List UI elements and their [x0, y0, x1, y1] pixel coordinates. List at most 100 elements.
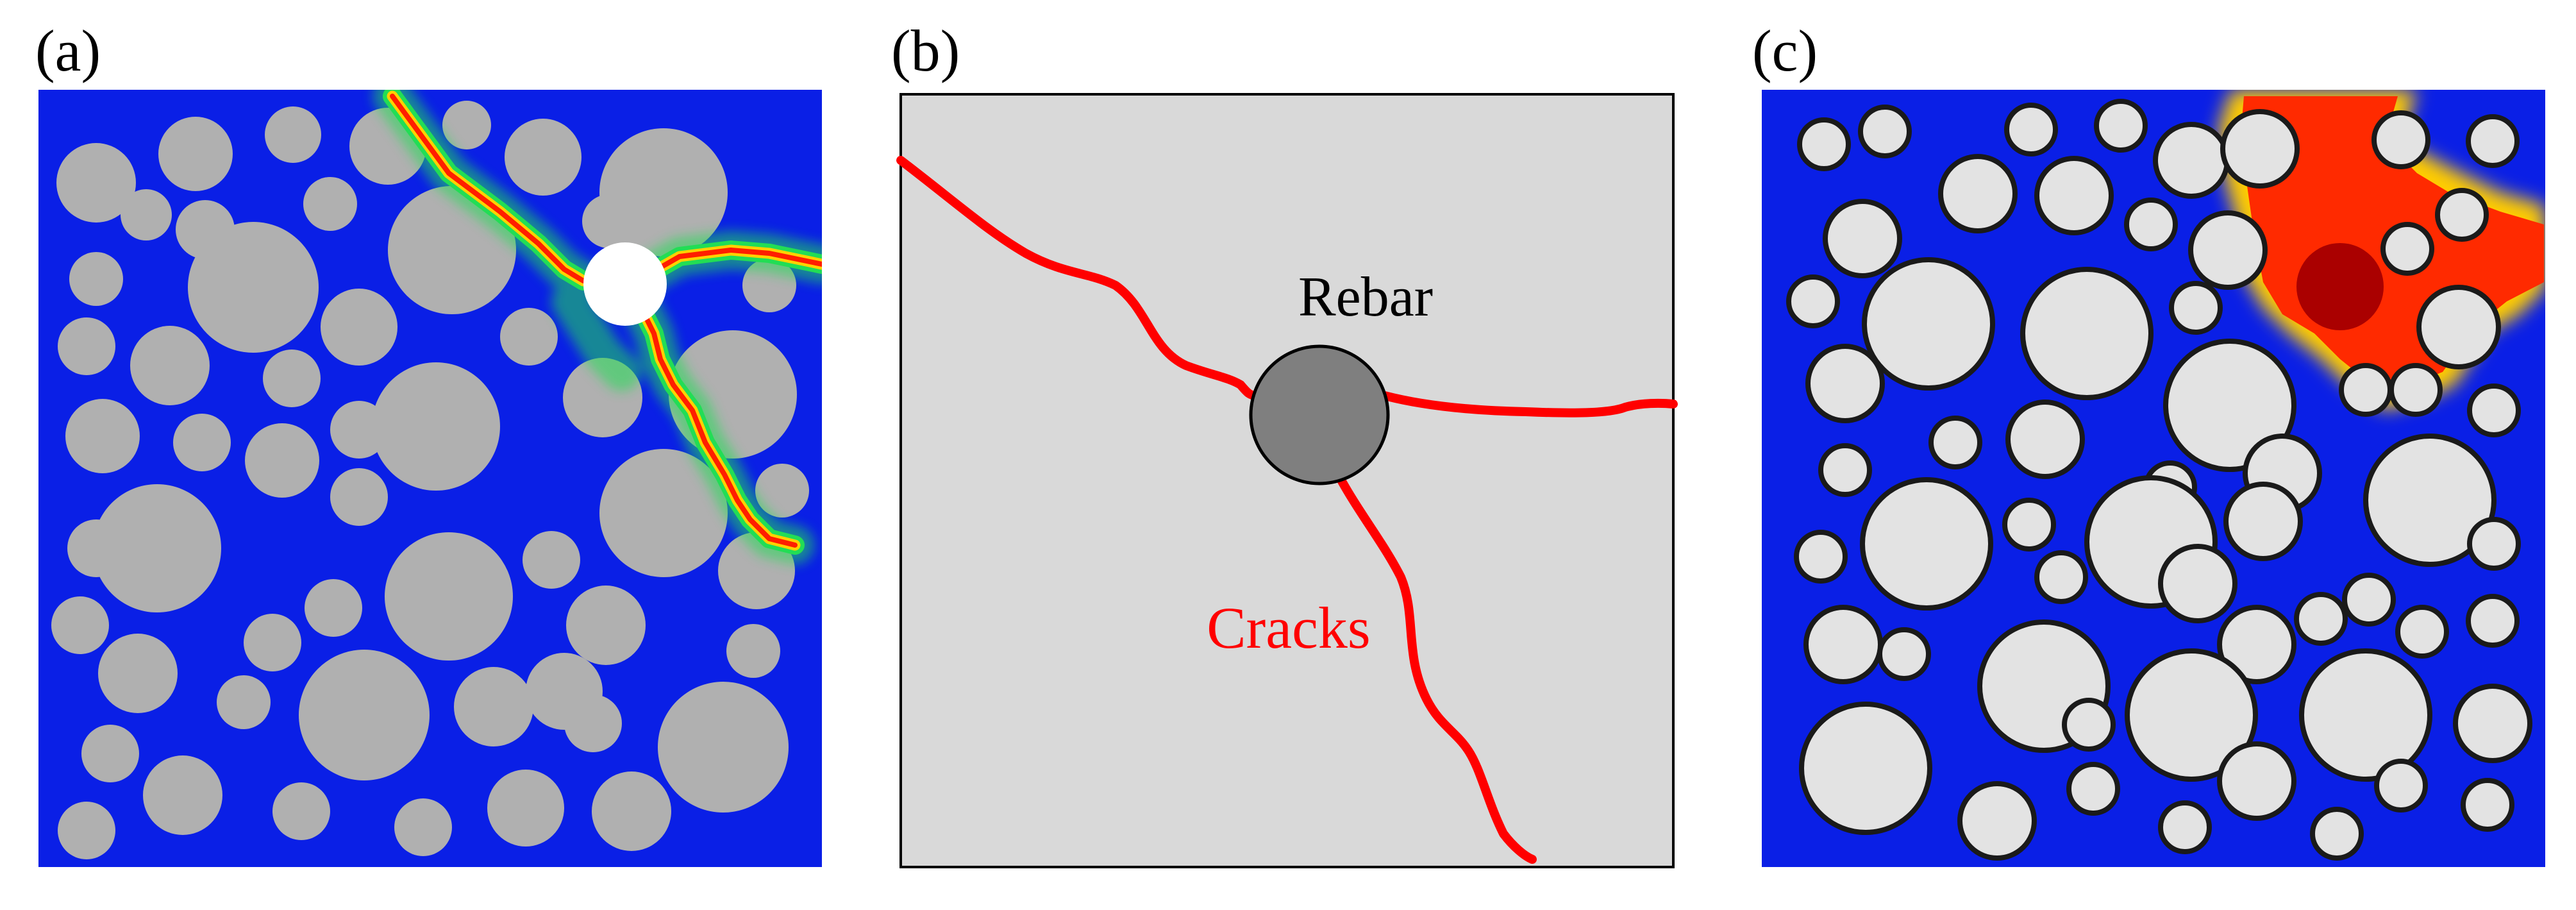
aggregate — [158, 117, 233, 191]
aggregate — [500, 308, 558, 366]
aggregate — [330, 468, 388, 526]
panel-b-cracks — [896, 156, 1678, 864]
aggregate — [245, 423, 319, 498]
aggregate — [2374, 759, 2428, 813]
rebar-label: Rebar — [1298, 266, 1433, 328]
aggregate — [1928, 416, 1982, 469]
aggregate — [505, 119, 581, 196]
aggregate — [755, 464, 809, 518]
aggregate — [2467, 383, 2521, 437]
panel-a — [38, 90, 822, 867]
panel-c-label: (c) — [1752, 18, 1818, 83]
panel-a-crack — [373, 90, 822, 564]
aggregate — [442, 101, 491, 149]
aggregate — [1805, 344, 1885, 423]
crack-lower — [1335, 473, 1537, 864]
aggregate — [2217, 741, 2296, 821]
aggregate — [2294, 592, 2348, 646]
aggregate — [58, 802, 115, 859]
aggregate — [523, 531, 580, 589]
aggregate — [2310, 807, 2364, 861]
aggregate — [385, 532, 513, 661]
aggregate — [564, 695, 622, 752]
aggregate — [1860, 477, 1993, 611]
aggregate — [2467, 517, 2521, 571]
aggregate — [1862, 257, 1995, 391]
aggregate — [372, 362, 500, 491]
aggregate — [1818, 443, 1872, 497]
aggregate — [1799, 702, 1932, 835]
aggregate — [582, 194, 636, 248]
aggregate — [1877, 627, 1931, 681]
aggregate — [81, 725, 139, 782]
aggregate — [65, 399, 140, 473]
aggregate — [454, 667, 533, 746]
aggregate — [130, 326, 210, 405]
aggregate — [394, 798, 452, 856]
aggregate — [263, 350, 321, 407]
panel-b-label: (b) — [891, 18, 960, 83]
aggregate — [2223, 482, 2303, 561]
aggregate — [330, 401, 388, 459]
aggregate — [1938, 154, 2018, 233]
aggregate — [2125, 648, 2258, 782]
aggregate — [2395, 605, 2449, 659]
aggregate — [143, 755, 222, 835]
aggregate — [1797, 117, 1851, 171]
aggregate — [599, 449, 728, 577]
aggregate — [2380, 222, 2434, 276]
aggregate — [1823, 199, 1902, 278]
aggregate — [2163, 339, 2296, 472]
aggregate — [2466, 114, 2520, 168]
aggregate — [2389, 363, 2443, 417]
aggregate — [98, 634, 178, 713]
aggregate — [1858, 105, 1912, 158]
aggregate — [2034, 156, 2114, 235]
aggregate — [56, 143, 136, 223]
aggregate — [51, 596, 109, 654]
aggregate — [487, 770, 564, 847]
aggregate — [2466, 594, 2520, 648]
aggregate — [2020, 267, 2154, 400]
panel-b: Rebar Cracks — [896, 93, 1678, 868]
aggregate — [173, 414, 231, 471]
aggregate — [2062, 698, 2116, 752]
aggregate — [1803, 605, 1883, 684]
aggregate — [2220, 109, 2300, 189]
aggregate — [305, 579, 362, 637]
aggregate — [2094, 99, 2148, 153]
panel-c-aggregates — [1786, 99, 2532, 861]
aggregate — [188, 222, 319, 353]
aggregate — [592, 771, 671, 851]
aggregate — [2066, 762, 2120, 816]
aggregate — [1957, 781, 2037, 861]
aggregate — [2153, 122, 2230, 199]
damage-core — [2296, 243, 2384, 330]
aggregate — [1794, 530, 1848, 584]
aggregate — [726, 624, 780, 678]
crack-upper-left — [896, 156, 1262, 401]
aggregate — [2124, 198, 2178, 251]
aggregate — [2217, 605, 2296, 684]
aggregate — [217, 675, 271, 729]
aggregate — [244, 614, 301, 671]
aggregate — [121, 189, 172, 240]
aggregate — [2169, 281, 2223, 335]
aggregate — [2158, 544, 2237, 623]
aggregate — [2188, 210, 2268, 290]
aggregate — [272, 782, 330, 840]
aggregate — [2453, 684, 2532, 763]
aggregate — [2034, 550, 2088, 604]
rebar — [1249, 344, 1390, 485]
aggregate — [2004, 103, 2058, 156]
aggregate — [2158, 800, 2212, 854]
aggregate — [566, 586, 646, 665]
panel-a-rebar — [583, 242, 667, 326]
aggregate — [299, 650, 430, 780]
aggregate — [2461, 778, 2514, 832]
aggregate — [93, 484, 221, 612]
aggregate — [2005, 400, 2085, 479]
aggregate — [303, 177, 357, 231]
panel-b-frame — [899, 93, 1675, 868]
